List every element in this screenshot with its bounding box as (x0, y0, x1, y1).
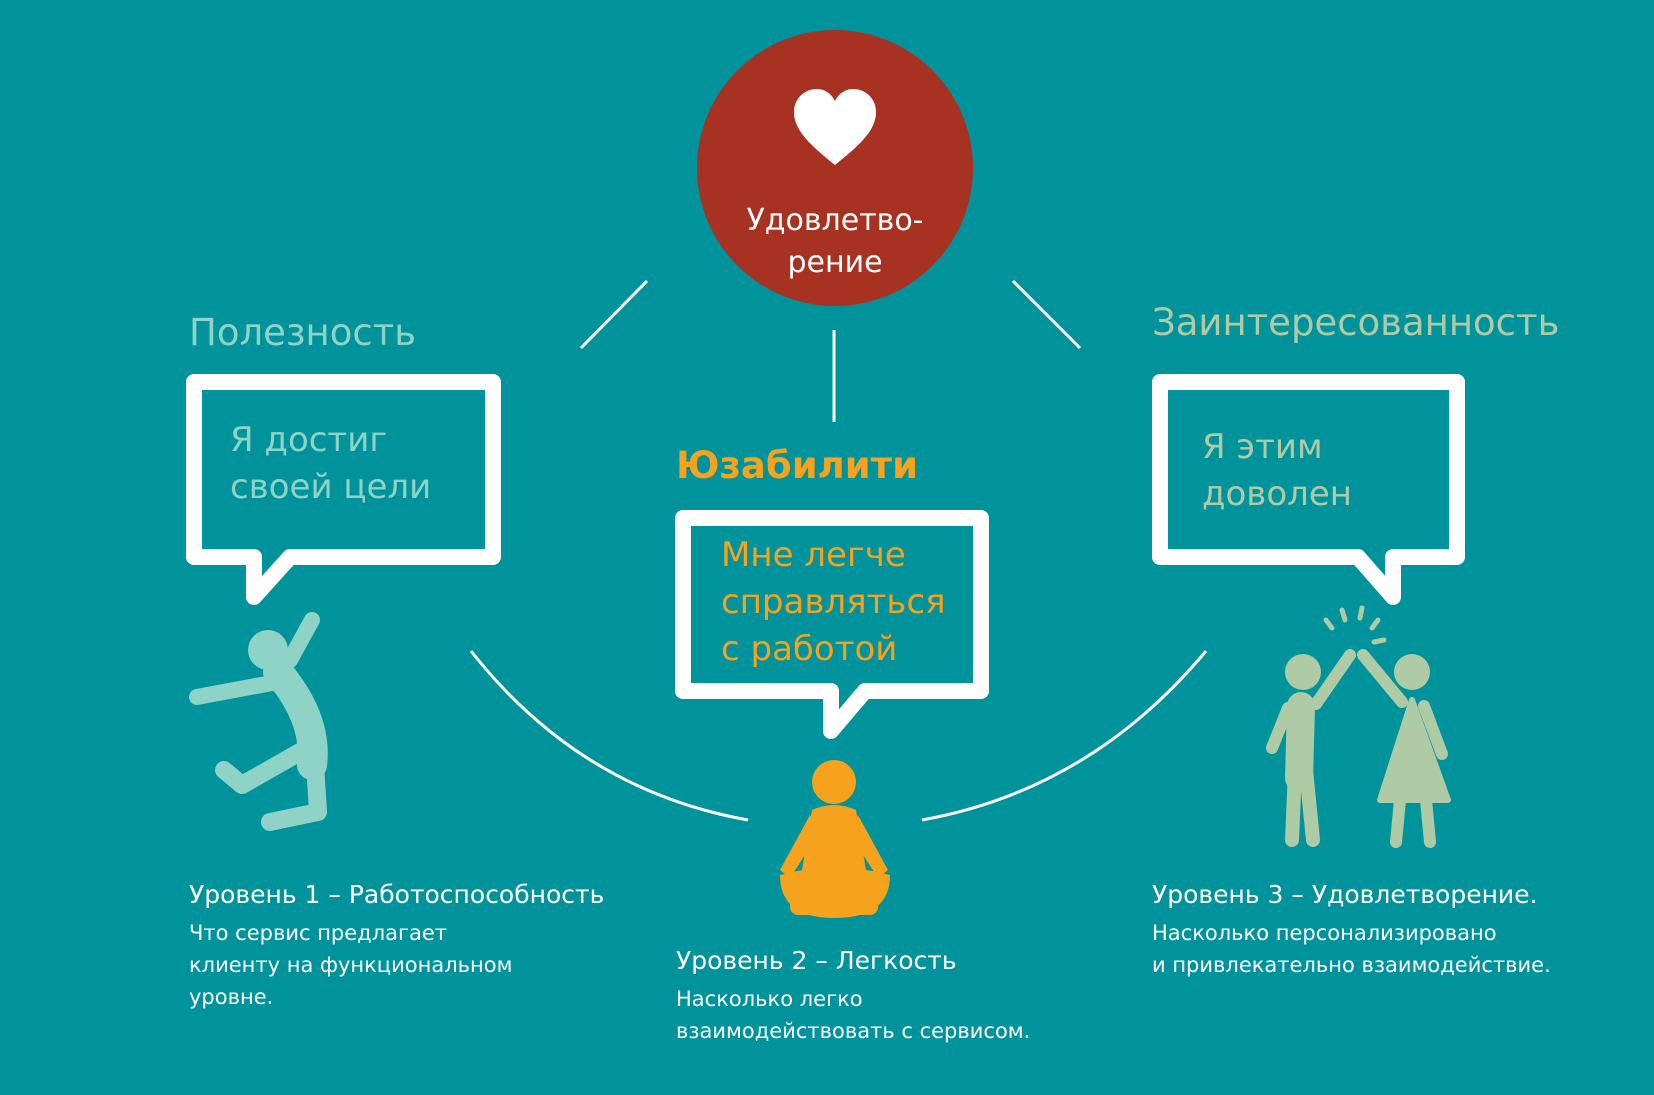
level-2-description: Насколько легко взаимодействовать с серв… (676, 983, 1096, 1047)
heart-icon (794, 89, 876, 165)
bubble-middle-line2: справляться (721, 582, 946, 622)
connector-arc-left (469, 650, 749, 822)
level-2-desc-line1: Насколько легко (676, 987, 863, 1011)
bubble-right (1152, 374, 1465, 605)
level-1-desc-line2: клиенту на функциональном (189, 953, 513, 977)
connector-arc-right (921, 650, 1208, 822)
center-label-line2: рение (787, 245, 883, 280)
connector-left (579, 279, 649, 350)
satisfaction-circle (697, 30, 973, 306)
level-3-description: Насколько персонализировано и привлекате… (1152, 917, 1632, 981)
bubble-middle-line1: Мне легче (721, 535, 906, 575)
heading-usability: Юзабилити (676, 444, 919, 487)
level-1-title: Уровень 1 – Работоспособность (189, 880, 605, 909)
connector-right (1011, 279, 1082, 350)
level-1-desc-line3: уровне. (189, 985, 274, 1009)
bubble-middle-text: Мне легче справляться с работой (721, 532, 946, 673)
level-2-desc-line2: взаимодействовать с сервисом. (676, 1019, 1031, 1043)
level-1-description: Что сервис предлагает клиенту на функцио… (189, 917, 629, 1013)
heading-usefulness: Полезность (189, 311, 417, 354)
level-3-title: Уровень 3 – Удовлетворение. (1152, 880, 1538, 909)
bubble-left (186, 374, 501, 605)
level-3-desc-line2: и привлекательно взаимодействие. (1152, 953, 1551, 977)
center-label-line1: Удовлетво- (746, 203, 924, 238)
bubble-right-text: Я этим доволен (1202, 424, 1352, 518)
bubble-left-text: Я достиг своей цели (230, 417, 431, 511)
jumping-person-icon (189, 612, 328, 831)
bubble-middle (675, 510, 989, 739)
level-2-block: Уровень 2 – Легкость Насколько легко вза… (676, 946, 1096, 1047)
center-label: Удовлетво- рение (725, 200, 945, 284)
bubble-right-line2: доволен (1202, 474, 1353, 514)
level-3-block: Уровень 3 – Удовлетворение. Насколько пе… (1152, 880, 1632, 981)
high-five-people-icon (1266, 605, 1451, 848)
level-2-title: Уровень 2 – Легкость (676, 946, 957, 975)
level-1-block: Уровень 1 – Работоспособность Что сервис… (189, 880, 629, 1013)
bubble-right-line1: Я этим (1202, 427, 1323, 467)
heading-engagement: Заинтересованность (1152, 301, 1560, 344)
bubble-left-line1: Я достиг (230, 420, 388, 460)
level-1-desc-line1: Что сервис предлагает (189, 921, 448, 945)
bubble-left-line2: своей цели (230, 467, 432, 507)
level-3-desc-line1: Насколько персонализировано (1152, 921, 1497, 945)
meditating-person-icon (780, 760, 890, 918)
bubble-middle-line3: с работой (721, 629, 898, 669)
